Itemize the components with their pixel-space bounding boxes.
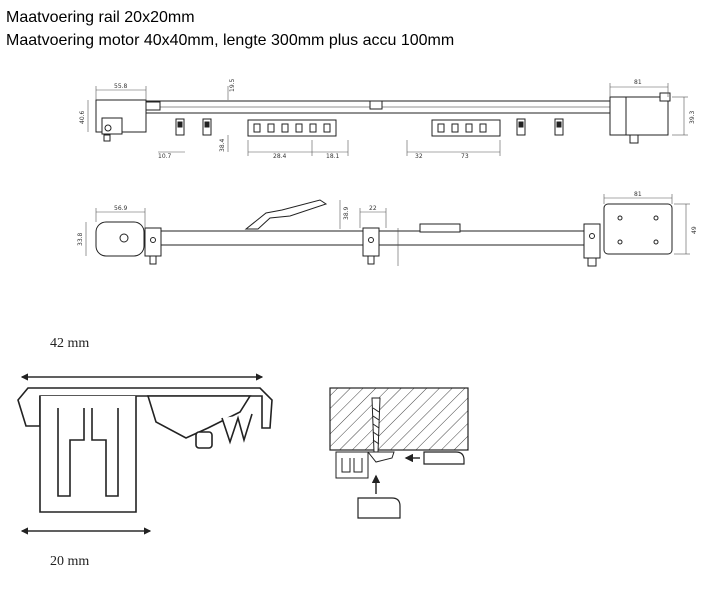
- top-brackets: [175, 100, 564, 136]
- top-dim-39-3: 39.3: [689, 110, 696, 124]
- top-dim-18-1: 18.1: [326, 153, 340, 160]
- ceiling-block: [329, 387, 469, 451]
- heading-rail: Maatvoering rail 20x20mm: [6, 9, 195, 26]
- top-dim-10-7: 10.7: [158, 153, 172, 160]
- top-dimension-texts: 55.8 19.5 40.6 10.7 38.4 28.4 18.1 32 73…: [79, 78, 696, 160]
- rail-profile: [17, 387, 273, 513]
- side-dim-56-9: 56.9: [114, 205, 128, 212]
- side-dimension-texts: 56.9 33.8 38.9 22 81 49: [77, 191, 698, 246]
- top-dim-73: 73: [461, 153, 469, 160]
- top-dim-28-4: 28.4: [273, 153, 287, 160]
- top-carriages: [247, 119, 501, 137]
- clip-below: [357, 497, 401, 519]
- side-dim-33-8: 33.8: [77, 232, 84, 246]
- top-dim-55-8: 55.8: [114, 83, 128, 90]
- side-dim-22: 22: [369, 205, 377, 212]
- heading-motor: Maatvoering motor 40x40mm, lengte 300mm …: [6, 32, 455, 49]
- profile-width-bottom-label: 20 mm: [50, 554, 89, 569]
- side-spring-arm: [244, 199, 328, 230]
- top-dimension-lines: [87, 83, 688, 156]
- side-brackets: [144, 223, 601, 267]
- side-dim-38-9: 38.9: [343, 206, 350, 220]
- top-dim-38-4: 38.4: [219, 138, 226, 152]
- screw-icon: [371, 397, 381, 461]
- clip-right: [423, 451, 465, 465]
- side-motor-plate: [603, 203, 673, 255]
- mounting-detail: [329, 387, 469, 519]
- top-dim-32: 32: [415, 153, 423, 160]
- bottom-view: [85, 194, 690, 267]
- top-dim-19-5: 19.5: [229, 78, 236, 92]
- mounted-rail-profile: [335, 451, 395, 479]
- top-dim-40-6: 40.6: [79, 110, 86, 124]
- top-dim-81: 81: [634, 79, 642, 86]
- profile-width-top-label: 42 mm: [50, 336, 89, 351]
- top-view: [87, 83, 688, 156]
- top-motor-right: [609, 96, 669, 136]
- side-dim-81: 81: [634, 191, 642, 198]
- side-dimension-lines: [85, 194, 690, 266]
- side-dim-49: 49: [691, 226, 698, 234]
